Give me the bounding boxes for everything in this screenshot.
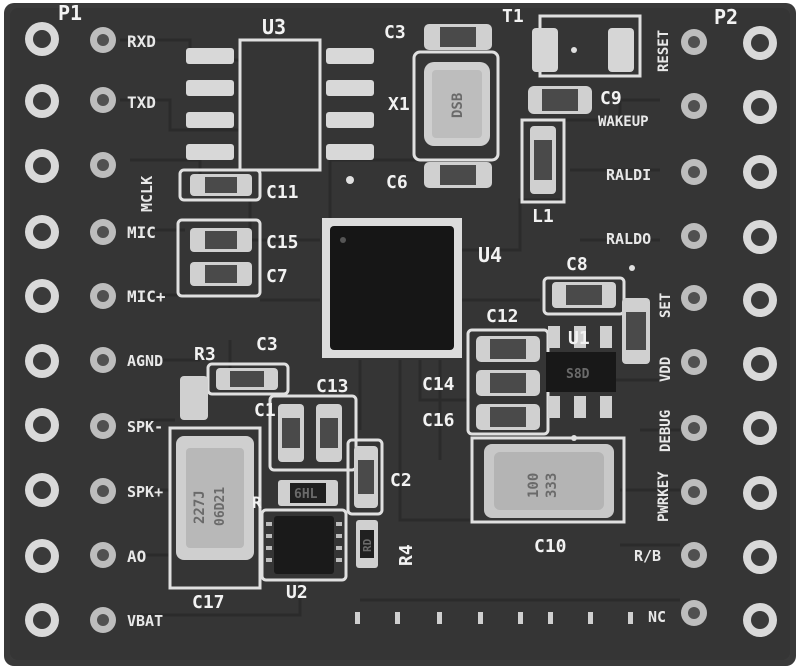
pin-label-left-10: VBAT [127, 612, 163, 630]
pin-label-left-8: SPK+ [127, 483, 163, 501]
marking-c10-value: 100 [526, 473, 542, 498]
label-c16: C16 [422, 410, 455, 431]
label-x1: X1 [388, 94, 410, 115]
pin-label-left-3: MCLK [138, 176, 156, 212]
marking-c10-code: 333 [544, 473, 560, 498]
fiducial-dot [346, 176, 354, 184]
marking-small-resistor: RD [361, 538, 374, 552]
label-c2: C2 [390, 470, 412, 491]
x1-crystal [412, 50, 500, 162]
pin-label-left-5: MIC+ [127, 287, 166, 306]
pin-label-right-3: RALDI [606, 166, 651, 184]
pin-label-left-7: SPK- [127, 418, 163, 436]
label-u3: U3 [262, 15, 286, 39]
c17-tantalum-capacitor [168, 426, 262, 590]
label-t1: T1 [502, 6, 524, 27]
u3-chip [186, 38, 374, 172]
pin-label-left-4: MIC [127, 223, 156, 242]
label-c13: C13 [316, 376, 349, 397]
bottom-vias [355, 612, 633, 624]
label-c3: C3 [256, 334, 278, 355]
pin-label-left-6: AGND [127, 352, 163, 370]
pin-label-right-2: WAKEUP [598, 114, 649, 130]
label-c1: C1 [254, 400, 276, 421]
label-u1: U1 [568, 328, 590, 349]
pin-label-right-6: VDD [658, 357, 674, 382]
l1-inductor [520, 118, 566, 204]
marking-c17-value: 227J [192, 490, 208, 524]
pin-label-right-7: DEBUG [658, 410, 674, 452]
marking-crystal: DSB [450, 93, 466, 118]
pin-label-right-10: NC [648, 608, 666, 626]
u2-chip [274, 516, 334, 574]
p1-label: P1 [58, 1, 82, 25]
inner-right-pads [681, 29, 707, 626]
p1-header-pads [25, 22, 59, 637]
label-c8: C8 [566, 254, 588, 275]
marking-c17-code: 06D21 [213, 487, 228, 526]
label-c6: C6 [386, 172, 408, 193]
pin-label-left-1: RXD [127, 32, 156, 51]
label-r4: R4 [396, 544, 417, 566]
pin-label-right-1: RESET [656, 30, 672, 72]
label-c3-top: C3 [384, 22, 406, 43]
label-u4: U4 [478, 243, 502, 267]
marking-resistor: 6HL [294, 487, 318, 502]
pin-label-right-5: SET [658, 293, 674, 318]
label-r3: R3 [194, 344, 216, 365]
inner-left-pads [90, 27, 116, 633]
pin-label-right-4: RALDO [606, 230, 651, 248]
label-c15: C15 [266, 232, 299, 253]
label-c11: C11 [266, 182, 299, 203]
c10-tantalum-capacitor [470, 436, 626, 524]
marking-u1: S8D [566, 367, 590, 382]
label-l1: L1 [532, 206, 554, 227]
u1-chip [546, 326, 616, 418]
pin-label-right-8: PWRKEY [656, 471, 672, 522]
u4-chip [322, 218, 462, 358]
p2-label: P2 [714, 5, 738, 29]
label-c10: C10 [534, 536, 567, 557]
t1-component [532, 14, 642, 78]
pin-label-left-9: AO [127, 547, 146, 566]
label-r-mid: R [252, 493, 262, 512]
p2-header-pads [743, 26, 777, 637]
label-c17: C17 [192, 592, 225, 613]
pin-label-left-2: TXD [127, 93, 156, 112]
label-c14: C14 [422, 374, 455, 395]
label-c12: C12 [486, 306, 519, 327]
label-u2: U2 [286, 582, 308, 603]
c11-capacitor [178, 168, 262, 202]
vertical-part-left [180, 376, 208, 420]
pin-label-right-9: R/B [634, 547, 661, 565]
label-c9: C9 [600, 88, 622, 109]
label-c7: C7 [266, 266, 288, 287]
